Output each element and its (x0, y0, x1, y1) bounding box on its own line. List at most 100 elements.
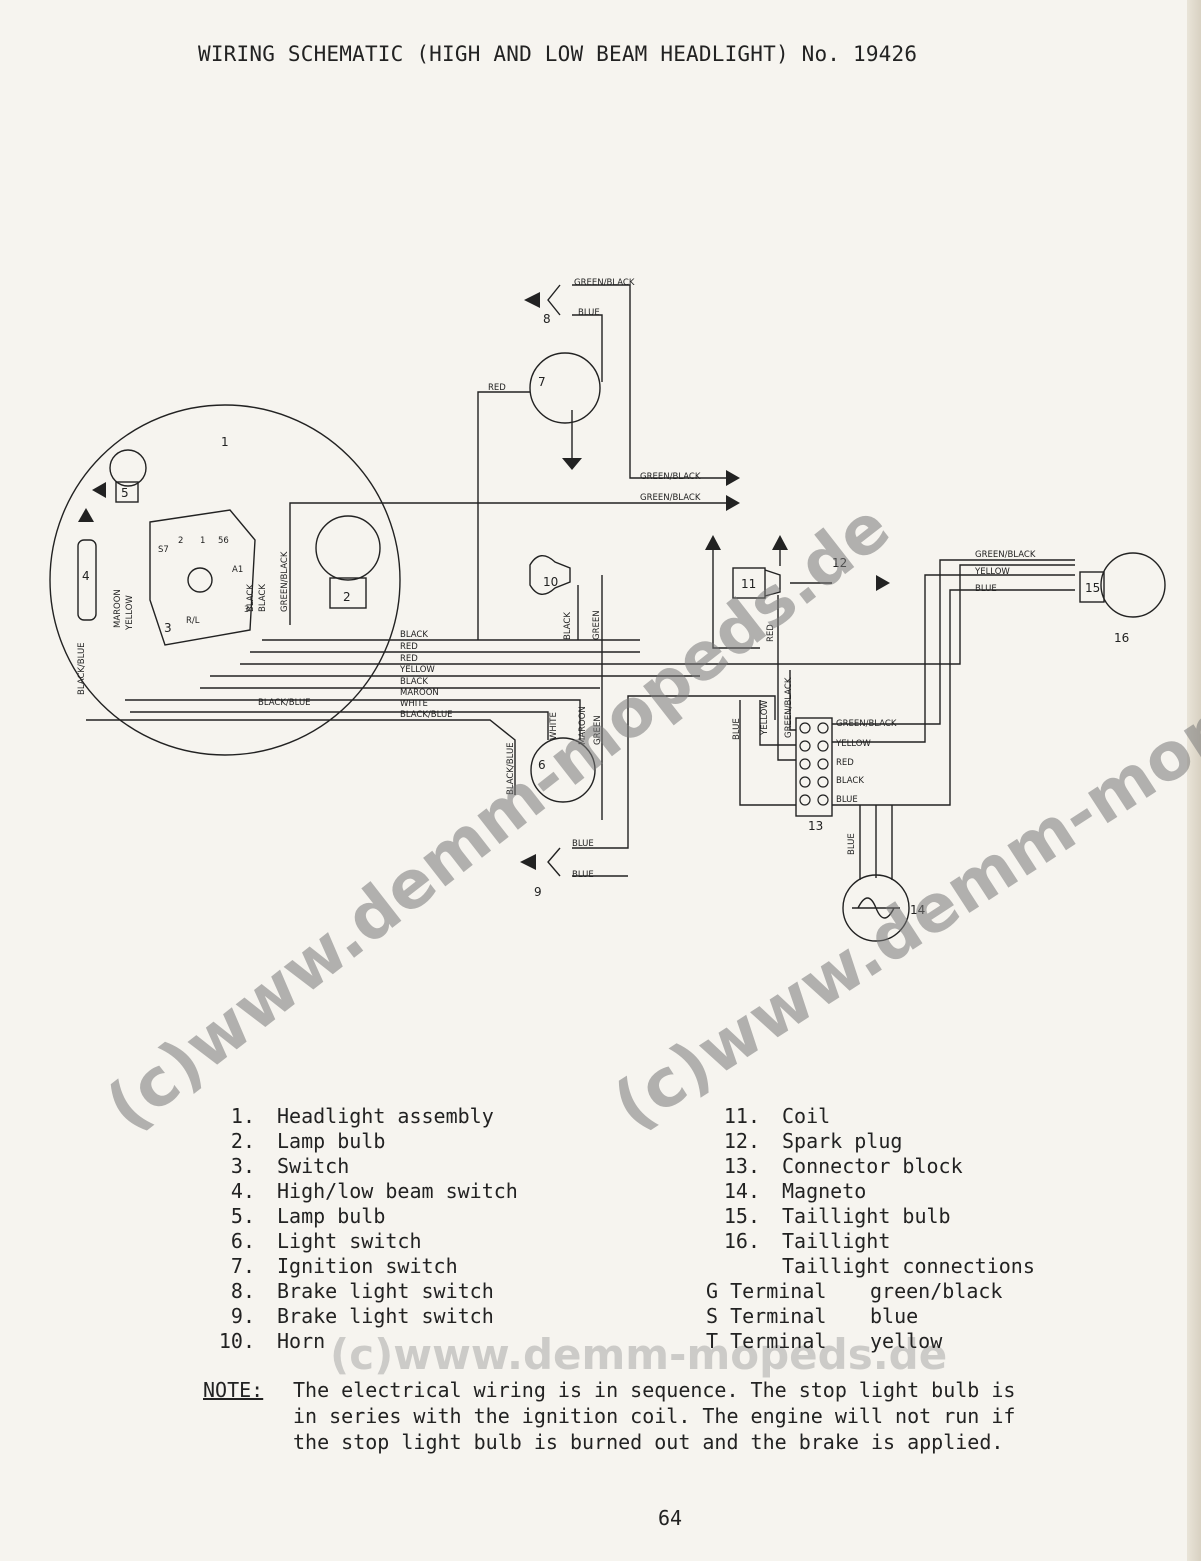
switch-pin-label: R/L (186, 616, 200, 626)
component-number-12: 12 (832, 556, 847, 570)
component-number-16: 16 (1114, 631, 1129, 645)
component-number-9: 9 (534, 885, 542, 899)
component-number-10: 10 (543, 575, 558, 589)
legend-item: 4.High/low beam switch (230, 1179, 518, 1203)
wire-label: RED (400, 654, 418, 664)
wire-label: BLUE (732, 718, 742, 740)
legend-item: 10.Horn (218, 1329, 326, 1353)
brake-light-switch-8 (547, 284, 561, 316)
ground-arrow-7 (562, 458, 582, 470)
wire-label: GREEN/BLACK (574, 278, 635, 288)
wire-label: BLACK/BLUE (400, 710, 453, 720)
wire-label: BLACK/BLUE (258, 698, 311, 708)
wire-label: BLUE (836, 795, 858, 805)
wire-label: GREEN/BLACK (640, 493, 701, 503)
page-edge (1187, 0, 1201, 1561)
arrow-gb-2 (726, 495, 740, 511)
component-number-7: 7 (538, 375, 546, 389)
wire-label: RED (488, 383, 506, 393)
wire-label: GREEN/BLACK (836, 719, 897, 729)
legend-right: 11.Coil 12.Spark plug 13.Connector block… (723, 1104, 1035, 1279)
wire-label: MAROON (578, 706, 588, 745)
legend-item: 3.Switch (230, 1154, 350, 1178)
wire-label: GREEN/BLACK (975, 550, 1036, 560)
ground-arrow-9 (520, 854, 536, 870)
arrow-up-1 (705, 535, 721, 550)
legend-item: 12.Spark plug (723, 1129, 903, 1153)
wire-label: GREEN/BLACK (784, 677, 794, 738)
wire-yellow-tail (832, 574, 1075, 743)
wire-yellow-13 (759, 700, 796, 746)
switch-pin-label: S7 (158, 545, 169, 555)
page-number: 64 (658, 1506, 683, 1530)
wire-green-black-tail (832, 559, 1075, 725)
wiring-diagram: 1 2 3 4 5 6 7 8 9 10 11 12 13 14 15 16 G… (49, 278, 1166, 942)
wire-label: BLUE (975, 584, 997, 594)
light-switch (530, 737, 596, 803)
component-number-6: 6 (538, 758, 546, 772)
page-title: WIRING SCHEMATIC (HIGH AND LOW BEAM HEAD… (198, 42, 918, 66)
component-number-15: 15 (1085, 581, 1100, 595)
wire-magneto (859, 805, 893, 880)
wire-label: BLACK (258, 584, 268, 612)
component-number-8: 8 (543, 312, 551, 326)
horn (529, 555, 571, 595)
taillight-bulb (1079, 571, 1105, 603)
arrow-up-2 (772, 535, 788, 550)
ground-arrow-4 (78, 508, 94, 522)
wire-bundle-3 (240, 564, 1075, 665)
wire-label: YELLOW (760, 700, 770, 736)
wire-red-to-ignition (477, 391, 530, 640)
wire-label: BLACK/BLUE (77, 642, 87, 695)
wire-label: RED (766, 624, 776, 642)
wire-label: BLACK (563, 612, 573, 640)
component-number-13: 13 (808, 819, 823, 833)
wire-bundle-6 (125, 699, 581, 740)
legend-item: 6.Light switch (230, 1229, 422, 1253)
legend-left: 1.Headlight assembly 2.Lamp bulb 3.Switc… (218, 1104, 518, 1354)
wire-label: YELLOW (399, 665, 435, 675)
switch-pin-label: 3 (244, 605, 249, 615)
switch-3-plate (149, 509, 256, 646)
wire-label: GREEN/BLACK (640, 472, 701, 482)
magneto-symbol (852, 897, 900, 919)
wire-green-black-8 (572, 284, 735, 479)
legend-item: 8.Brake light switch (230, 1279, 494, 1303)
lamp-bulb-2-socket (329, 577, 367, 609)
wire-label: WHITE (549, 712, 559, 740)
component-number-14: 14 (910, 903, 925, 917)
note-label: NOTE: (203, 1378, 264, 1402)
wire-bundle-7 (130, 711, 549, 740)
component-number-2: 2 (343, 590, 351, 604)
wire-label: BLACK (836, 776, 864, 786)
wire-label: YELLOW (125, 595, 135, 631)
ground-arrow-12 (876, 575, 890, 591)
legend-item: 11.Coil (723, 1104, 831, 1128)
wire-red-coil (777, 595, 796, 761)
wire-blue-13 (739, 700, 796, 806)
legend-item: 1.Headlight assembly (230, 1104, 494, 1128)
ignition-switch (529, 352, 601, 424)
note-text: The electrical wiring is in sequence. Th… (293, 1378, 1016, 1454)
wire-green-black-main (289, 502, 735, 625)
taillight-connections-heading: Taillight connections (782, 1254, 1035, 1278)
legend-item: 9.Brake light switch (230, 1304, 494, 1328)
lamp-bulb-5 (109, 449, 147, 487)
wire-label: BLUE (578, 308, 600, 318)
legend-item: 15.Taillight bulb (723, 1204, 951, 1228)
component-number-11: 11 (741, 577, 756, 591)
wire-label: GREEN (593, 715, 603, 745)
taillight (1100, 552, 1166, 618)
wire-label: MAROON (400, 688, 439, 698)
wire-label: GREEN (592, 610, 602, 640)
component-number-3: 3 (164, 621, 172, 635)
coil (732, 567, 766, 599)
brake-light-switch-9 (547, 847, 561, 877)
wire-label: RED (400, 642, 418, 652)
legend-item: 7.Ignition switch (230, 1254, 458, 1278)
connector-screws (799, 722, 829, 806)
wire-label: WHITE (400, 699, 428, 709)
legend-item: 13.Connector block (723, 1154, 963, 1178)
